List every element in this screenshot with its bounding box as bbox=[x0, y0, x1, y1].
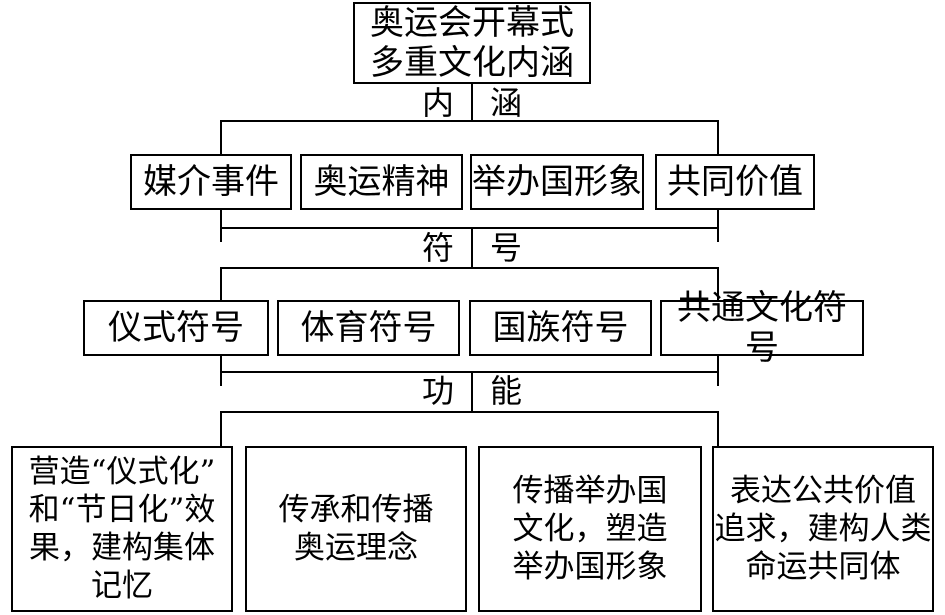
symbol-box-common-culture: 共通文化符号 bbox=[660, 288, 864, 368]
section-label-symbol-left: 符 bbox=[421, 229, 454, 267]
title-line-1: 奥运会开幕式 bbox=[370, 3, 574, 43]
bracket-function-left-leg bbox=[220, 411, 222, 447]
bracket-symbol-horizontal bbox=[220, 267, 719, 269]
bracket-symbol-top-left-leg bbox=[220, 210, 222, 242]
bracket-connotation-horizontal bbox=[220, 120, 719, 122]
function-box-shared-future: 表达公共价值 追求，建构人类 命运共同体 bbox=[712, 446, 934, 612]
function-box-collective-memory: 营造“仪式化” 和“节日化”效 果，建构集体 记忆 bbox=[11, 446, 233, 612]
connector-function-stem bbox=[471, 371, 473, 413]
bracket-symbol-top-right-leg bbox=[717, 210, 719, 242]
connotation-box-common-values: 共同价值 bbox=[655, 154, 815, 210]
connotation-box-olympic-spirit: 奥运精神 bbox=[300, 154, 463, 210]
title-line-2: 多重文化内涵 bbox=[370, 43, 574, 83]
section-label-connotation-left: 内 bbox=[421, 84, 454, 122]
connector-symbol-stem bbox=[471, 227, 473, 269]
connector-title-stem bbox=[471, 84, 473, 122]
symbol-box-sports: 体育符号 bbox=[277, 300, 460, 356]
symbol-box-ritual: 仪式符号 bbox=[83, 300, 269, 356]
title-box: 奥运会开幕式 多重文化内涵 bbox=[353, 2, 591, 84]
connotation-box-media-event: 媒介事件 bbox=[130, 154, 292, 210]
section-label-function-right: 能 bbox=[489, 372, 522, 410]
function-box-olympic-ideals: 传承和传播 奥运理念 bbox=[245, 446, 467, 612]
bracket-symbol-left-leg bbox=[220, 267, 222, 301]
bracket-function-horizontal bbox=[220, 411, 719, 413]
symbol-box-nation: 国族符号 bbox=[469, 300, 652, 356]
bracket-symbol-right-leg bbox=[717, 267, 719, 301]
bracket-function-top-horizontal bbox=[220, 371, 719, 373]
bracket-function-right-leg bbox=[717, 411, 719, 447]
connotation-box-host-image: 举办国形象 bbox=[470, 154, 644, 210]
section-label-function-left: 功 bbox=[421, 372, 454, 410]
function-box-host-culture: 传播举办国 文化，塑造 举办国形象 bbox=[478, 446, 702, 612]
bracket-symbol-top-horizontal bbox=[220, 227, 719, 229]
section-label-connotation-right: 涵 bbox=[489, 84, 522, 122]
bracket-connotation-right-leg bbox=[717, 120, 719, 156]
section-label-symbol-right: 号 bbox=[489, 229, 522, 267]
bracket-connotation-left-leg bbox=[220, 120, 222, 156]
